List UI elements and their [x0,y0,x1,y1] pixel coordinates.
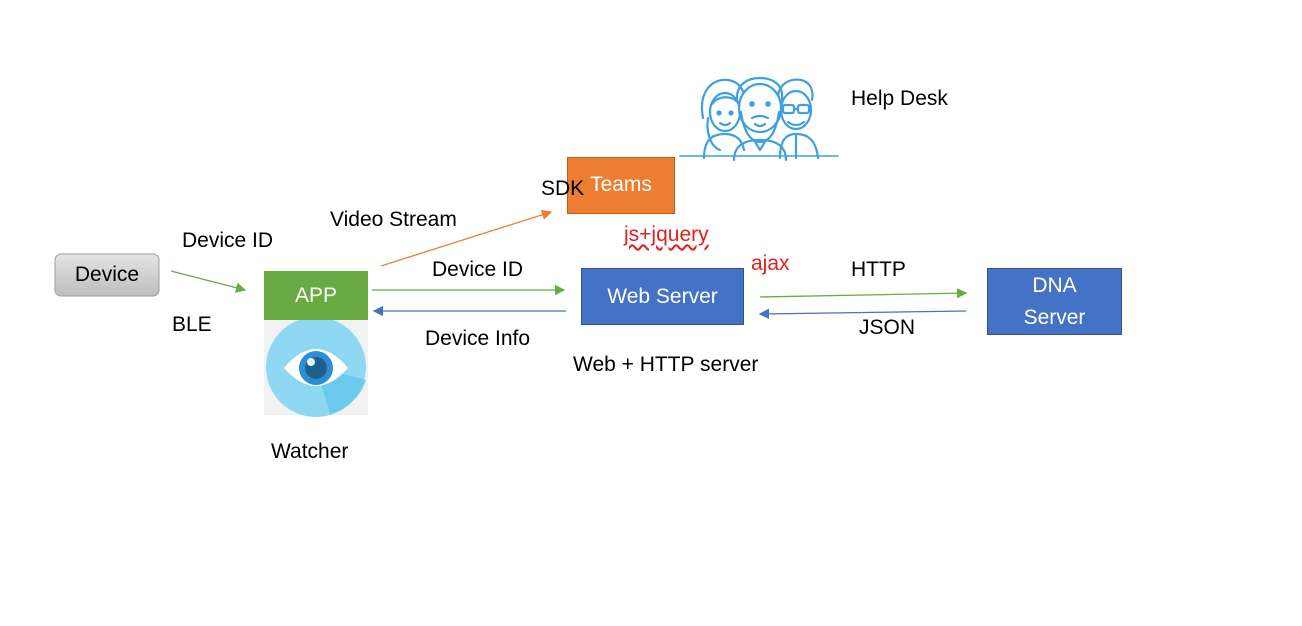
device-node: Device [55,254,159,296]
web-server-node-label: Web Server [607,284,718,308]
teams-node: Teams [567,157,675,214]
json-label: JSON [859,316,916,339]
device-info-label: Device Info [425,327,531,350]
dna-server-node: DNA Server [987,268,1122,335]
teams-node-label: Teams [590,172,652,196]
video-stream-label: Video Stream [330,208,457,231]
device-id-top-label: Device ID [182,229,274,252]
web-http-server-label: Web + HTTP server [573,353,759,376]
help-desk-label: Help Desk [851,87,948,110]
arrow-app-to-teams [380,209,553,267]
dna-server-node-label: DNA Server [1023,273,1086,329]
http-label: HTTP [851,258,906,281]
watcher-label: Watcher [271,440,349,463]
sdk-label: SDK [541,177,585,200]
device-node-label: Device [74,263,140,287]
arrow-device-to-app [170,270,247,293]
arrow-webserver-to-dna [759,287,968,299]
ble-label: BLE [172,313,212,336]
device-node-shape [54,253,160,297]
app-node: APP [264,271,368,320]
web-server-node: Web Server [581,268,744,325]
watcher-eye-icon [264,317,368,417]
js-jquery-label: js+jquery [624,223,709,246]
app-node-label: APP [294,283,338,307]
help-desk-people-icon [679,76,839,162]
arrow-dna-to-webserver [758,308,967,320]
ajax-label: ajax [751,252,790,275]
device-id-mid-label: Device ID [432,258,524,281]
